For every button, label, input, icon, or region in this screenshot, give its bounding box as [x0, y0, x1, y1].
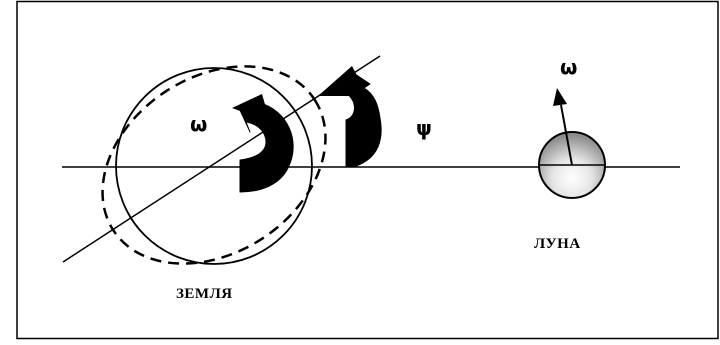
moon-label: ЛУНА [534, 236, 581, 253]
moon-spin-arrowhead [553, 88, 567, 106]
frame-border [17, 2, 718, 339]
moon-omega-label: ω [560, 55, 577, 79]
earth-label: ЗЕМЛЯ [176, 286, 233, 303]
psi-rotation-arrow [318, 66, 381, 166]
earth-omega-label: ω [190, 112, 207, 136]
psi-label: ψ [416, 116, 432, 140]
earth-rotation-arrow [232, 94, 293, 192]
